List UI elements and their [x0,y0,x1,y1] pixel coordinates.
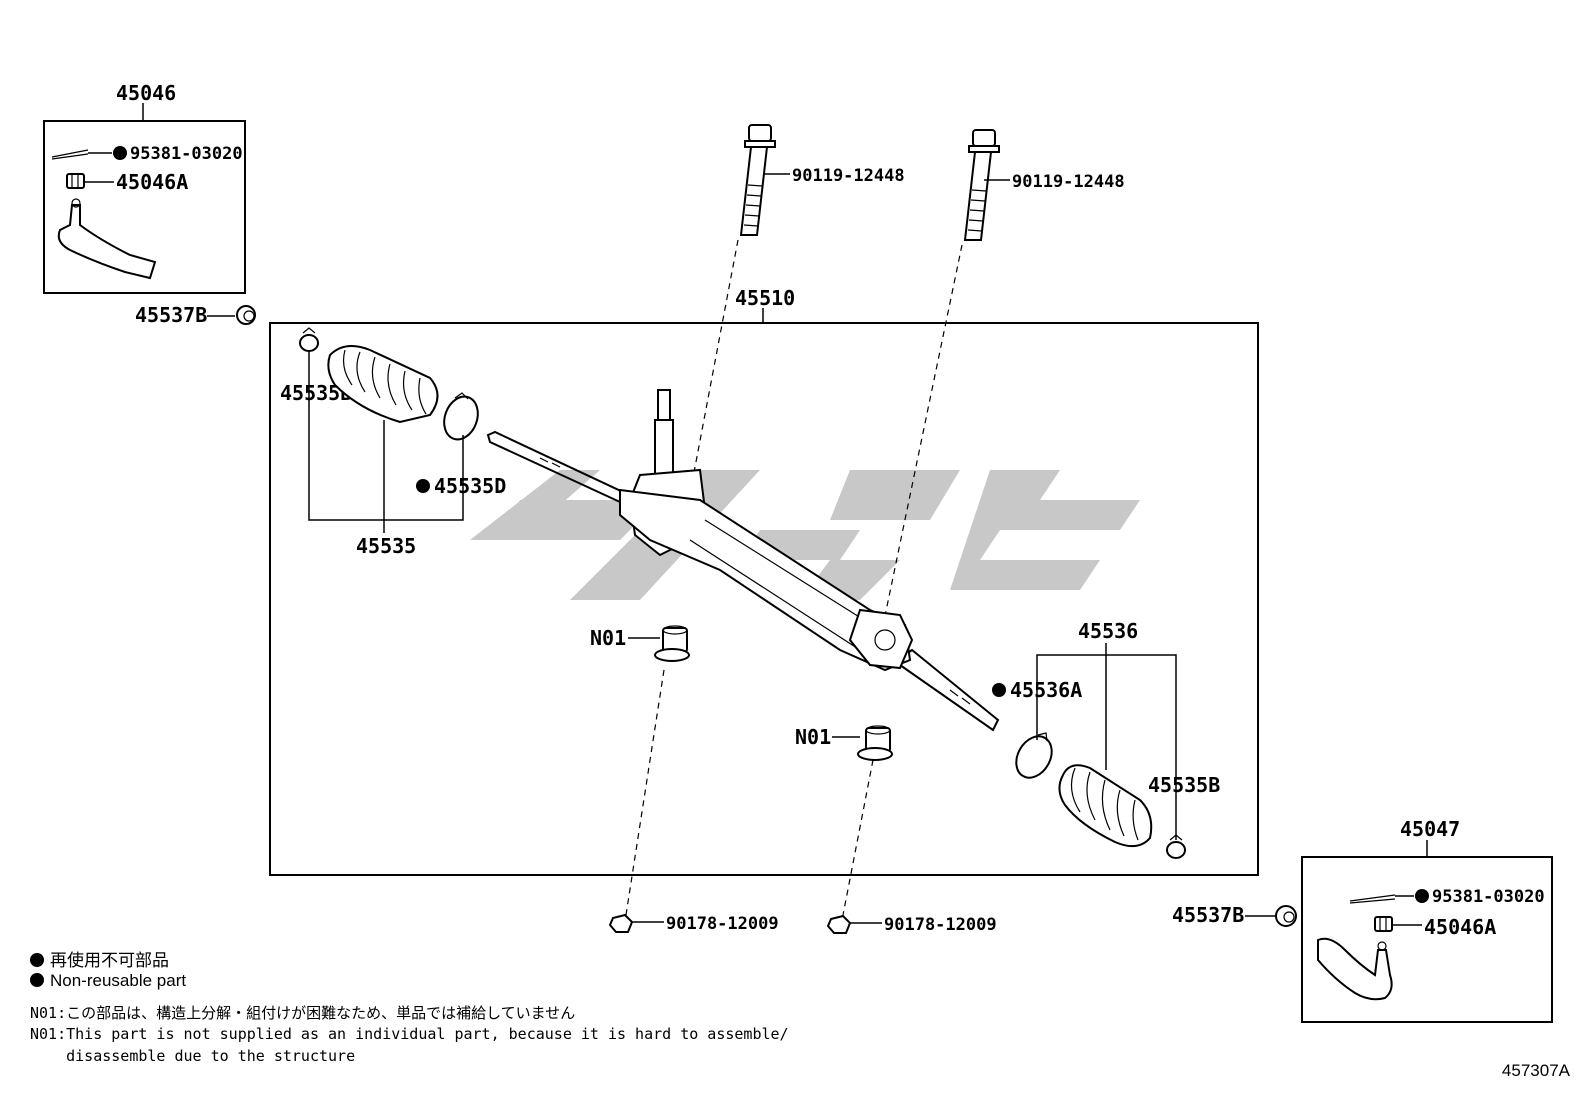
castle-nut-icon [1374,916,1393,932]
non-reusable-dot-icon [30,953,44,967]
label-45537b-bottom: 45537B [1172,903,1244,927]
label-45536: 45536 [1078,619,1138,643]
label-95381-bottom: 95381-03020 [1432,887,1545,907]
cotter-pin-icon [51,149,89,160]
tie-rod-end-box-left [43,120,246,294]
legend-en: Non-reusable part [30,971,186,991]
tie-rod-end-box-right [1301,856,1553,1023]
label-95381-top: 95381-03020 [130,144,243,164]
nut-45537b-icon [1275,905,1297,927]
label-45046: 45046 [116,81,176,105]
label-45046a-bottom: 45046A [1424,915,1496,939]
label-45537b-top: 45537B [135,303,207,327]
label-90178-a: 90178-12009 [666,914,779,934]
label-45536a: 45536A [1010,678,1082,702]
cotter-pin-icon [1349,894,1396,904]
steering-rack-gear-icon [486,389,1000,732]
label-45535: 45535 [356,534,416,558]
note-n01-jp: N01:この部品は、構造上分解・組付けが困難なため、単品では補給していません [30,1004,576,1022]
clamp-45535b-icon [299,327,319,352]
non-reusable-dot-icon [1415,889,1429,903]
boot-45536-icon [1058,764,1153,848]
note-n01-en-1: N01:This part is not supplied as an indi… [30,1025,789,1043]
legend-en-text: Non-reusable part [50,971,187,990]
boot-45535-icon [327,345,439,424]
bushing-n01-icon [857,725,893,761]
boot-clamp-45536a-icon [1015,732,1053,779]
label-90178-b: 90178-12009 [884,915,997,935]
non-reusable-dot-icon [30,973,44,987]
label-90119-a: 90119-12448 [792,166,905,186]
bolt-axis-lines [625,239,963,916]
non-reusable-dot-icon [992,683,1006,697]
nut-90178-icon [608,913,634,933]
boot-clamp-45535d-icon [443,392,479,441]
tie-rod-end-icon [57,198,157,280]
legend-jp-text: 再使用不可部品 [50,951,169,970]
label-45535b-right: 45535B [1148,773,1220,797]
label-n01-a: N01 [590,626,626,650]
note-n01-en-2: disassemble due to the structure [30,1047,356,1065]
bushing-n01-icon [654,625,690,662]
nut-45537b-icon [236,305,256,325]
label-45046a-top: 45046A [116,170,188,194]
label-45535d: 45535D [434,474,506,498]
figure-number: 457307A [1501,1061,1570,1080]
non-reusable-dot-icon [113,146,127,160]
bolt-90119-icon [739,124,776,236]
legend-jp: 再使用不可部品 [30,946,169,971]
castle-nut-icon [66,173,85,189]
tie-rod-end-icon [1317,937,1393,1001]
label-90119-b: 90119-12448 [1012,172,1125,192]
label-n01-b: N01 [795,725,831,749]
clamp-45535b-icon [1166,834,1186,859]
nut-90178-icon [826,914,852,934]
bolt-90119-icon [963,129,1000,241]
label-45510: 45510 [735,286,795,310]
label-45047: 45047 [1400,817,1460,841]
rack-assembly-box [269,322,1259,876]
leader-lines [84,103,1428,926]
watermark-logo [470,470,1140,600]
non-reusable-dot-icon [416,479,430,493]
